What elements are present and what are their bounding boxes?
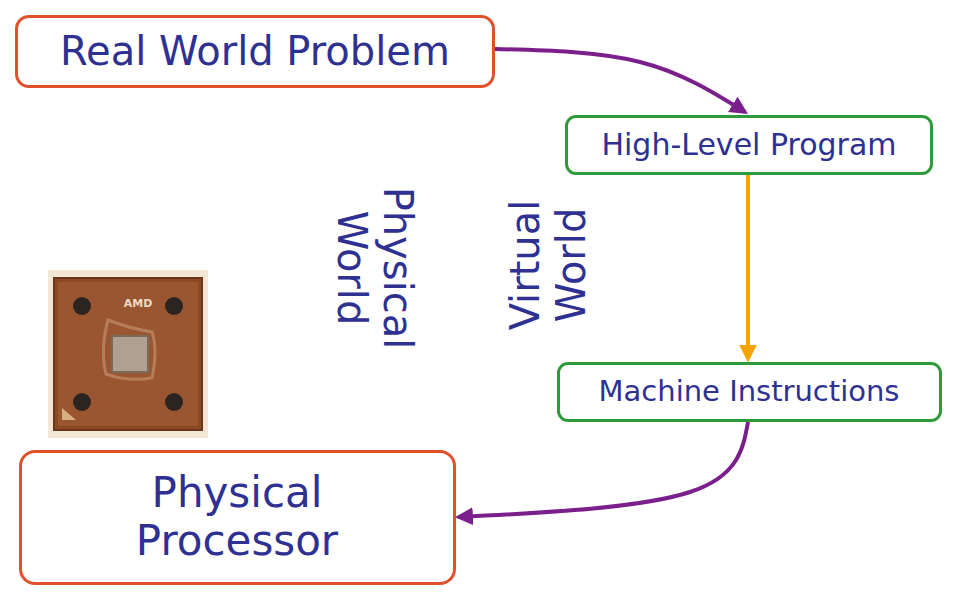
chip-pad <box>165 393 183 411</box>
flow-arrow <box>495 49 745 112</box>
chip-substrate <box>58 282 198 426</box>
instructions-box: Machine Instructions <box>557 362 942 422</box>
box-label: Physical Processor <box>72 469 402 566</box>
region-label: Virtual World <box>502 165 594 365</box>
chip-die <box>112 336 148 372</box>
pin-one-mark <box>62 408 76 420</box>
program-box: High-Level Program <box>565 115 933 175</box>
box-label: Real World Problem <box>60 28 450 74</box>
flow-arrow <box>459 422 749 517</box>
box-label: High-Level Program <box>601 128 896 163</box>
problem-box: Real World Problem <box>15 15 495 88</box>
processor-box: Physical Processor <box>19 450 456 585</box>
chip-pad <box>73 393 91 411</box>
chip-package <box>54 278 202 430</box>
chip-pad <box>165 297 183 315</box>
chip-marking: AMD <box>118 298 158 311</box>
chip-pad <box>73 297 91 315</box>
box-label: Machine Instructions <box>599 375 900 408</box>
compile-arrow <box>746 175 750 359</box>
processor-chip-picture <box>48 270 208 438</box>
thermal-paste <box>103 320 155 379</box>
photo-ground <box>48 270 208 438</box>
region-label: Physical World <box>329 168 421 368</box>
